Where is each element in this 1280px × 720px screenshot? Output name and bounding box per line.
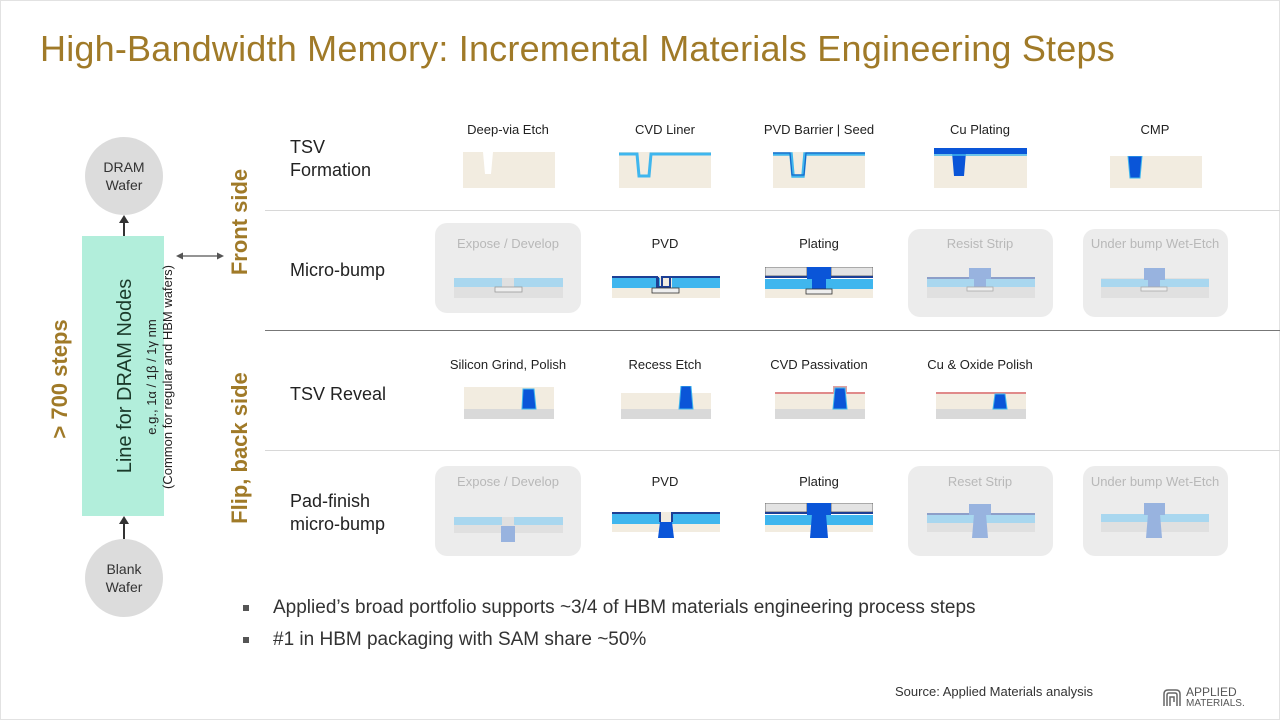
step-expose-develop-2: Expose / Develop	[457, 474, 559, 489]
step-pvd-2: PVD	[651, 474, 679, 489]
pvd-barrier-seed-diagram	[773, 152, 865, 188]
recess-etch-diagram	[621, 386, 711, 419]
row-separator	[265, 210, 1280, 211]
under-bump-wet-etch-diagram	[1101, 268, 1209, 298]
blank-wafer-line2: Wafer	[105, 579, 143, 595]
pvd-diagram-2	[612, 512, 720, 538]
slide-title: High-Bandwidth Memory: Incremental Mater…	[40, 28, 1115, 69]
step-resist-strip: Resist Strip	[946, 236, 1014, 251]
applied-materials-logo: APPLIED MATERIALS.	[1162, 685, 1245, 709]
arrow-up-icon	[119, 215, 129, 223]
step-cvd-passivation: CVD Passivation	[770, 357, 868, 372]
row-label-tsv-reveal: TSV Reveal	[290, 384, 387, 404]
step-cu-oxide-polish: Cu & Oxide Polish	[927, 357, 1033, 372]
cvd-liner-diagram	[619, 152, 711, 188]
reset-strip-diagram	[927, 504, 1035, 538]
plating-diagram	[765, 267, 873, 298]
step-pvd-barrier-seed: PVD Barrier | Seed	[763, 122, 875, 137]
arrow-up-icon	[119, 516, 129, 524]
side-separator	[265, 330, 1280, 331]
step-cu-plating: Cu Plating	[950, 122, 1010, 137]
dram-wafer-line1: DRAM	[103, 159, 145, 175]
step-deep-via-etch: Deep-via Etch	[467, 122, 549, 137]
step-plating: Plating	[799, 236, 839, 251]
back-side-label: Flip, back side	[227, 372, 252, 524]
step-cmp: CMP	[1140, 122, 1170, 137]
logo-line1: APPLIED	[1186, 685, 1237, 699]
front-side-label: Front side	[227, 168, 252, 276]
expose-develop-diagram	[454, 278, 563, 298]
cu-plating-diagram	[934, 148, 1027, 188]
arrow-up-line-top	[123, 222, 125, 236]
step-reset-strip: Reset Strip	[947, 474, 1013, 489]
plating-diagram-2	[765, 503, 873, 538]
steps-count-label: > 700 steps	[47, 319, 72, 439]
faded-step-box	[435, 223, 581, 313]
line-box-sub2: (Common for regular and HBM wafers)	[160, 265, 175, 489]
line-box-sub1: e.g., 1α / 1β / 1γ nm	[144, 319, 159, 435]
cmp-diagram	[1110, 156, 1202, 188]
bullet-item: #1 in HBM packaging with SAM share ~50%	[240, 624, 976, 656]
step-expose-develop: Expose / Develop	[457, 236, 559, 251]
step-under-bump-wet-etch-2: Under bump Wet-Etch	[1090, 474, 1220, 489]
expose-develop-diagram-2	[454, 517, 563, 542]
step-plating-2: Plating	[799, 474, 839, 489]
cvd-passivation-diagram	[775, 386, 865, 419]
applied-materials-logo-icon	[1163, 689, 1181, 706]
bidirectional-arrow-icon	[176, 252, 224, 260]
line-box-title: Line for DRAM Nodes	[114, 278, 136, 474]
silicon-grind-diagram	[464, 387, 554, 419]
step-recess-etch: Recess Etch	[628, 357, 702, 372]
bullet-item: Applied’s broad portfolio supports ~3/4 …	[240, 592, 976, 624]
dram-wafer-line2: Wafer	[105, 177, 143, 193]
bullet-square-icon	[243, 605, 249, 611]
logo-line2: MATERIALS.	[1186, 698, 1245, 709]
under-bump-wet-etch-diagram-2	[1101, 503, 1209, 538]
arrow-up-line-bottom	[123, 523, 125, 539]
dram-line-box	[82, 236, 164, 516]
source-note: Source: Applied Materials analysis	[895, 684, 1093, 699]
deep-via-etch-diagram	[463, 152, 555, 188]
step-silicon-grind-polish: Silicon Grind, Polish	[449, 357, 567, 372]
row-separator	[265, 450, 1280, 451]
step-pvd: PVD	[651, 236, 679, 251]
blank-wafer-line1: Blank	[106, 561, 142, 577]
pvd-diagram	[612, 276, 720, 298]
cu-oxide-polish-diagram	[936, 392, 1026, 419]
step-under-bump-wet-etch: Under bump Wet-Etch	[1090, 236, 1220, 251]
row-label-micro-bump: Micro-bump	[290, 260, 386, 280]
resist-strip-diagram	[927, 268, 1035, 298]
dram-wafer-circle: DRAM Wafer	[85, 137, 163, 215]
bullet-square-icon	[243, 637, 249, 643]
step-cvd-liner: CVD Liner	[635, 122, 695, 137]
bullet-list: Applied’s broad portfolio supports ~3/4 …	[240, 592, 976, 656]
